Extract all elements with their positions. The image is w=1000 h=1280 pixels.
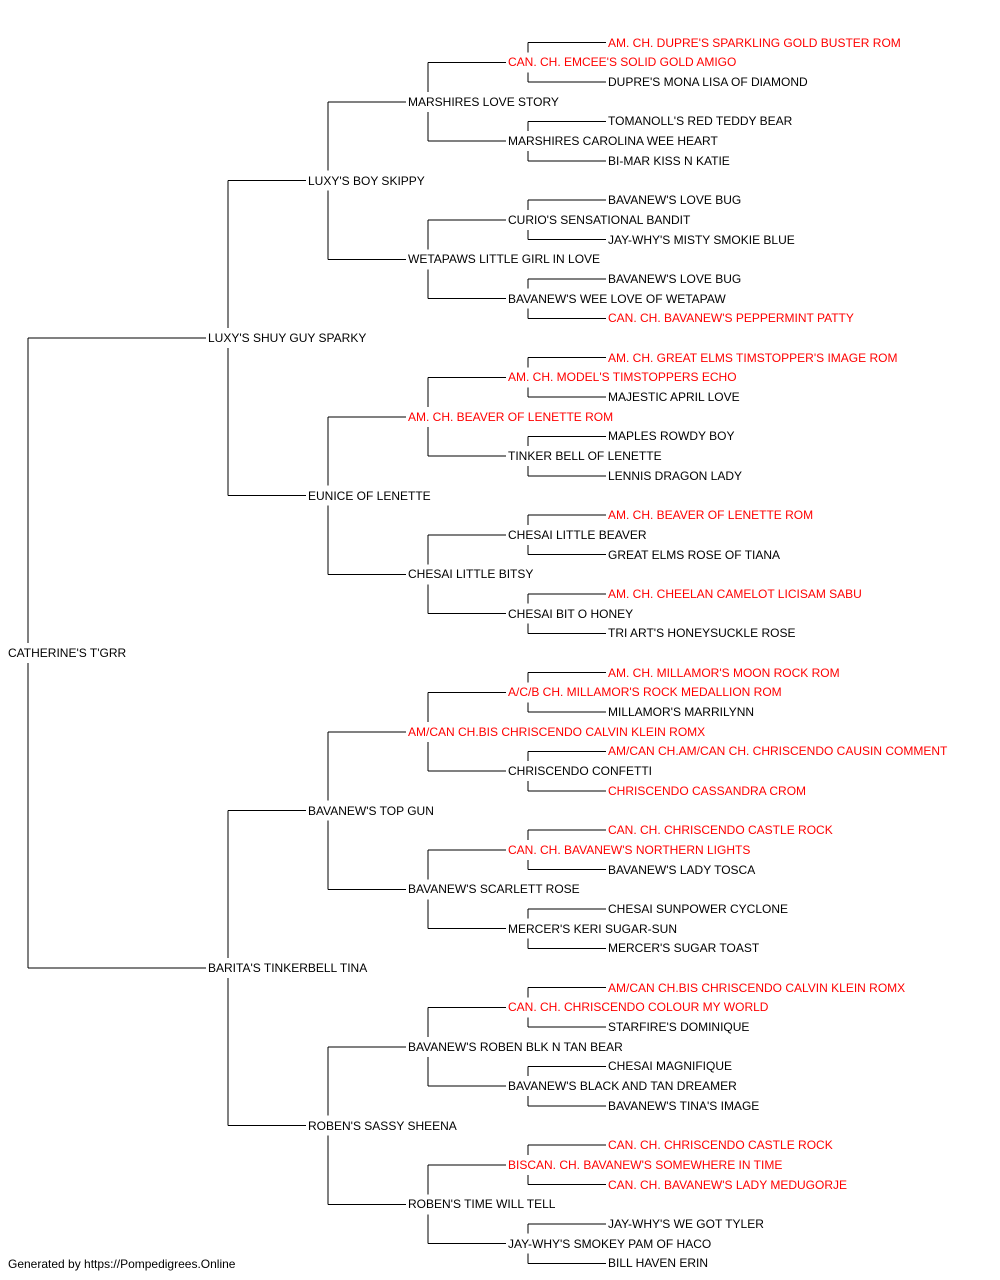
dog-name-gen-0: CATHERINE'S T'GRR (8, 646, 127, 660)
dog-name-gen-5: AM. CH. CHEELAN CAMELOT LICISAM SABU (608, 586, 862, 601)
dog-name-gen-3: ROBEN'S TIME WILL TELL (408, 1197, 556, 1212)
dog-name-gen-4: BAVANEW'S BLACK AND TAN DREAMER (508, 1079, 737, 1094)
dog-name-gen-5: CHRISCENDO CASSANDRA CROM (608, 783, 807, 798)
dog-name-gen-4: CAN. CH. CHRISCENDO COLOUR MY WORLD (508, 1000, 769, 1015)
dog-name-gen-4: A/C/B CH. MILLAMOR'S ROCK MEDALLION ROM (508, 685, 782, 700)
dog-name-gen-3: MARSHIRES LOVE STORY (408, 94, 559, 109)
dog-name-gen-5: AM. CH. BEAVER OF LENETTE ROM (608, 508, 814, 523)
dog-name-gen-4: TINKER BELL OF LENETTE (508, 449, 662, 464)
dog-name-gen-5: AM/CAN CH.AM/CAN CH. CHRISCENDO CAUSIN C… (608, 744, 948, 759)
dog-name-gen-5: LENNIS DRAGON LADY (608, 468, 743, 483)
dog-name-gen-4: BISCAN. CH. BAVANEW'S SOMEWHERE IN TIME (508, 1157, 783, 1172)
dog-name-gen-5: CAN. CH. CHRISCENDO CASTLE ROCK (608, 1138, 833, 1153)
dog-name-gen-5: DUPRE'S MONA LISA OF DIAMOND (608, 75, 808, 90)
dog-name-gen-1: LUXY'S SHUY GUY SPARKY (208, 331, 367, 345)
dog-name-gen-4: CHRISCENDO CONFETTI (508, 764, 652, 779)
dog-name-gen-3: BAVANEW'S SCARLETT ROSE (408, 882, 580, 897)
dog-name-gen-4: CAN. CH. BAVANEW'S NORTHERN LIGHTS (508, 842, 751, 857)
dog-name-gen-4: MERCER'S KERI SUGAR-SUN (508, 921, 677, 936)
dog-name-gen-4: JAY-WHY'S SMOKEY PAM OF HACO (508, 1236, 712, 1251)
dog-name-gen-4: AM. CH. MODEL'S TIMSTOPPERS ECHO (508, 370, 737, 385)
dog-name-gen-5: AM. CH. DUPRE'S SPARKLING GOLD BUSTER RO… (608, 35, 901, 50)
dog-name-gen-2: BAVANEW'S TOP GUN (308, 803, 434, 818)
dog-name-gen-3: AM. CH. BEAVER OF LENETTE ROM (408, 409, 614, 424)
dog-name-gen-5: MILLAMOR'S MARRILYNN (608, 705, 755, 720)
dog-name-gen-5: BILL HAVEN ERIN (608, 1256, 709, 1271)
dog-name-gen-5: AM/CAN CH.BIS CHRISCENDO CALVIN KLEIN RO… (608, 980, 906, 995)
dog-name-gen-5: MAPLES ROWDY BOY (608, 429, 735, 444)
dog-name-gen-4: MARSHIRES CAROLINA WEE HEART (508, 134, 718, 149)
dog-name-gen-2: EUNICE OF LENETTE (308, 488, 431, 503)
dog-name-gen-5: CAN. CH. BAVANEW'S LADY MEDUGORJE (608, 1177, 847, 1192)
dog-name-gen-5: AM. CH. MILLAMOR'S MOON ROCK ROM (608, 665, 840, 680)
dog-name-gen-2: ROBEN'S SASSY SHEENA (308, 1118, 457, 1133)
dog-name-gen-5: CAN. CH. BAVANEW'S PEPPERMINT PATTY (608, 311, 854, 326)
dog-name-gen-4: CHESAI BIT O HONEY (508, 606, 634, 621)
dog-name-gen-5: MAJESTIC APRIL LOVE (608, 390, 740, 405)
dog-name-gen-5: JAY-WHY'S WE GOT TYLER (608, 1216, 764, 1231)
dog-name-gen-3: WETAPAWS LITTLE GIRL IN LOVE (408, 252, 601, 267)
dog-name-gen-5: AM. CH. GREAT ELMS TIMSTOPPER'S IMAGE RO… (608, 350, 898, 365)
dog-name-gen-4: CAN. CH. EMCEE'S SOLID GOLD AMIGO (508, 55, 737, 70)
dog-name-gen-4: BAVANEW'S WEE LOVE OF WETAPAW (508, 291, 726, 306)
dog-name-gen-5: MERCER'S SUGAR TOAST (608, 941, 760, 956)
dog-name-gen-5: BAVANEW'S TINA'S IMAGE (608, 1098, 760, 1113)
dog-name-gen-5: TRI ART'S HONEYSUCKLE ROSE (608, 626, 796, 641)
dog-name-gen-5: STARFIRE'S DOMINIQUE (608, 1020, 750, 1035)
dog-name-gen-5: BAVANEW'S LADY TOSCA (608, 862, 756, 877)
dog-name-gen-5: CAN. CH. CHRISCENDO CASTLE ROCK (608, 823, 833, 838)
dog-name-gen-3: BAVANEW'S ROBEN BLK N TAN BEAR (408, 1039, 623, 1054)
dog-name-gen-5: BAVANEW'S LOVE BUG (608, 193, 742, 208)
dog-name-gen-4: CHESAI LITTLE BEAVER (508, 527, 647, 542)
dog-name-gen-4: CURIO'S SENSATIONAL BANDIT (508, 212, 691, 227)
dog-name-gen-5: BAVANEW'S LOVE BUG (608, 271, 742, 286)
dog-name-gen-3: CHESAI LITTLE BITSY (408, 567, 534, 582)
dog-name-gen-2: LUXY'S BOY SKIPPY (308, 173, 425, 188)
dog-name-gen-5: GREAT ELMS ROSE OF TIANA (608, 547, 781, 562)
dog-name-gen-5: BI-MAR KISS N KATIE (608, 153, 730, 168)
dog-name-gen-5: CHESAI MAGNIFIQUE (608, 1059, 733, 1074)
dog-name-gen-3: AM/CAN CH.BIS CHRISCENDO CALVIN KLEIN RO… (408, 724, 706, 739)
dog-name-gen-5: JAY-WHY'S MISTY SMOKIE BLUE (608, 232, 795, 247)
dog-name-gen-1: BARITA'S TINKERBELL TINA (208, 961, 368, 975)
dog-name-gen-5: TOMANOLL'S RED TEDDY BEAR (608, 114, 793, 129)
dog-name-gen-5: CHESAI SUNPOWER CYCLONE (608, 901, 789, 916)
generated-by-footer: Generated by https://Pompedigrees.Online (8, 1257, 236, 1271)
